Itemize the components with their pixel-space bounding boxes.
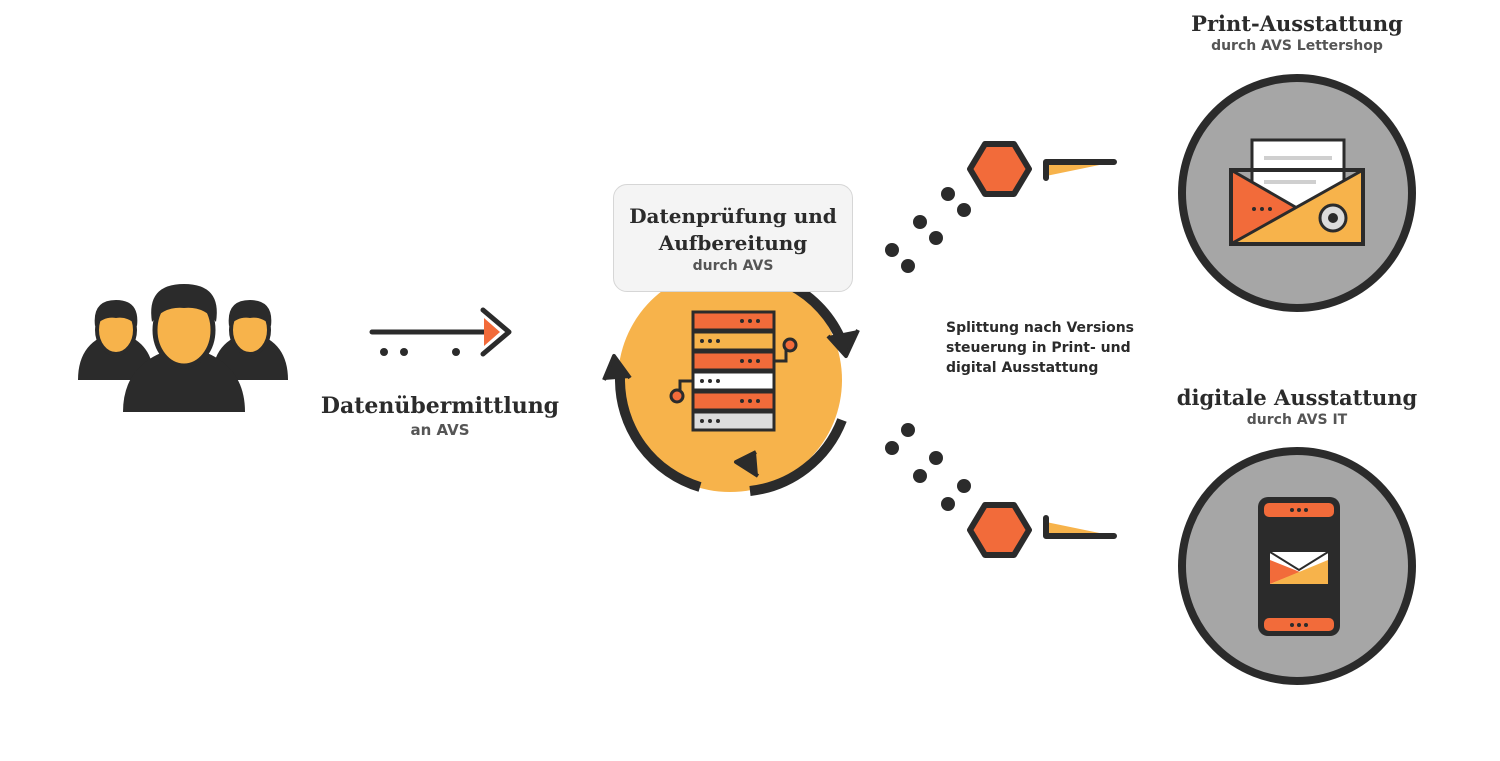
digital-subtitle: durch AVS IT (1246, 412, 1348, 428)
server-icon (669, 310, 798, 432)
hexagon-icon (967, 141, 1117, 197)
hexagon-icon (967, 502, 1117, 558)
split-line3: digital Ausstattung (946, 360, 1099, 376)
split-line1: Splittung nach Versions (946, 320, 1134, 336)
envelope-icon (1178, 74, 1416, 312)
source-label: Datenübermittlung an AVS (300, 392, 580, 440)
processing-title-line2: Aufbereitung (658, 231, 808, 255)
smartphone-icon (1178, 447, 1416, 685)
source-title: Datenübermittlung (320, 393, 560, 419)
arrow-right-icon (369, 307, 512, 357)
processing-title-line1: Datenprüfung und (629, 204, 837, 228)
processing-subtitle: durch AVS (692, 258, 774, 274)
dotted-path-upper (885, 187, 971, 273)
processing-label: Datenprüfung und Aufbereitung durch AVS (613, 203, 853, 276)
people-icon (78, 284, 288, 412)
print-title: Print-Ausstattung (1191, 11, 1403, 36)
print-subtitle: durch AVS Lettershop (1211, 38, 1383, 54)
print-label: Print-Ausstattung durch AVS Lettershop (1147, 10, 1447, 56)
digital-label: digitale Ausstattung durch AVS IT (1127, 384, 1467, 430)
source-subtitle: an AVS (410, 421, 470, 439)
processing-label-box (613, 184, 853, 292)
dotted-path-lower (885, 423, 971, 511)
digital-title: digitale Ausstattung (1176, 385, 1418, 410)
split-line2: steuerung in Print- und (946, 340, 1131, 356)
split-label: Splittung nach Versions steuerung in Pri… (946, 318, 1176, 378)
